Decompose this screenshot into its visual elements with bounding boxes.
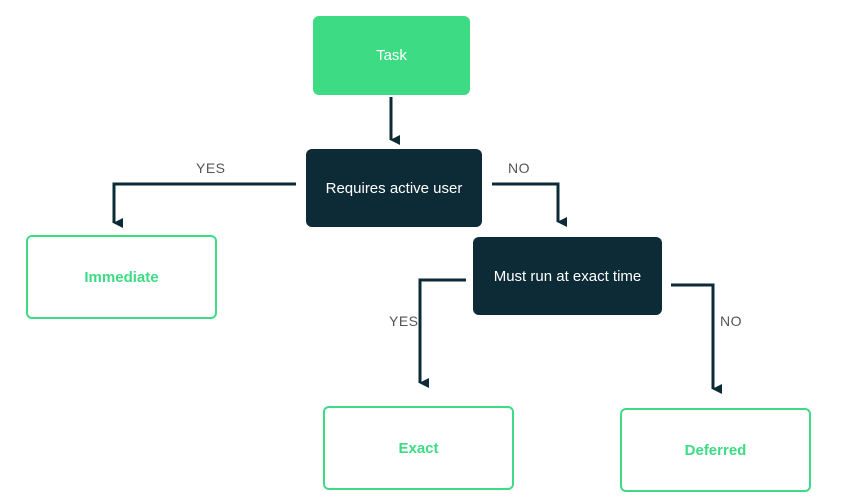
task-node: Task <box>313 16 470 95</box>
exact-label: Exact <box>398 439 439 457</box>
connector-exact-time-no <box>671 283 722 394</box>
must-run-exact-time-decision: Must run at exact time <box>473 237 662 315</box>
exact-time-no-label: NO <box>720 313 742 329</box>
connector-active-user-yes <box>112 182 296 228</box>
connector-active-user-no <box>492 182 567 227</box>
active-user-yes-label: YES <box>196 160 226 176</box>
deferred-label: Deferred <box>684 441 747 459</box>
exact-outcome: Exact <box>323 406 514 490</box>
requires-active-user-decision: Requires active user <box>306 149 482 227</box>
exact-time-yes-label: YES <box>389 313 419 329</box>
active-user-no-label: NO <box>508 160 530 176</box>
requires-active-user-label: Requires active user <box>325 179 463 197</box>
must-run-exact-time-label: Must run at exact time <box>493 267 642 285</box>
connector-exact-time-yes <box>418 278 466 388</box>
task-node-label: Task <box>376 47 407 64</box>
immediate-outcome: Immediate <box>26 235 217 319</box>
immediate-label: Immediate <box>84 268 159 286</box>
deferred-outcome: Deferred <box>620 408 811 492</box>
